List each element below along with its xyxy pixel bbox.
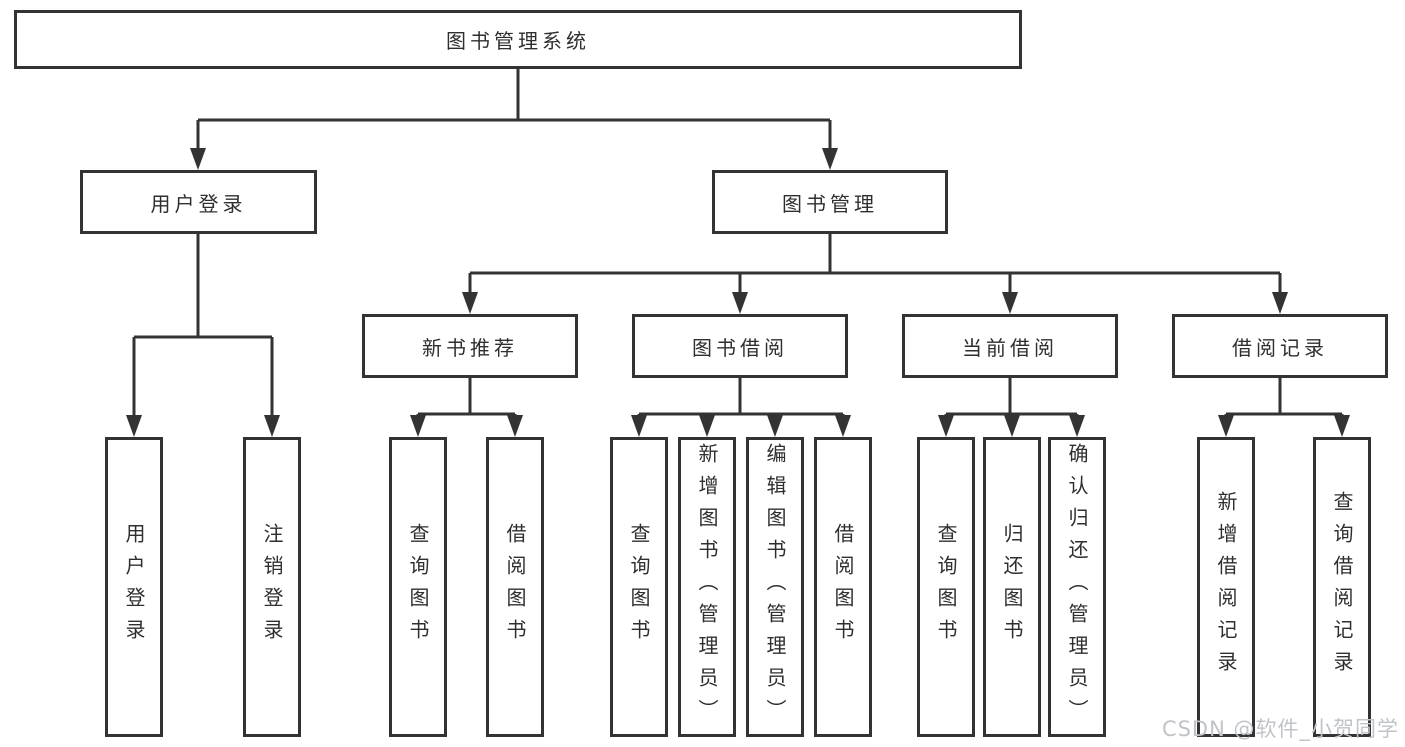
node-add-books-admin: 新增图书（管理员） [678,437,736,737]
arrow-icon [1002,292,1018,314]
arrow-icon [732,292,748,314]
node-add-borrow-record: 新增借阅记录 [1197,437,1255,737]
node-label: 用户登录 [122,523,146,651]
arrow-icon [190,148,206,170]
arrow-icon [264,415,280,437]
node-query-borrow-record: 查询借阅记录 [1313,437,1371,737]
arrow-icon [462,292,478,314]
arrow-icon [938,415,954,437]
node-query-books-1: 查询图书 [389,437,447,737]
arrow-icon [835,415,851,437]
arrow-icon [507,415,523,437]
node-edit-books-admin: 编辑图书（管理员） [746,437,804,737]
node-borrow-books-1: 借阅图书 [486,437,544,737]
arrow-icon [1004,415,1020,437]
node-label: 用户登录 [150,191,247,216]
node-label: 图书管理系统 [446,29,590,53]
node-label: 新书推荐 [422,335,518,360]
node-label: 归还图书 [1000,523,1024,651]
arrow-icon [410,415,426,437]
node-current-borrow: 当前借阅 [902,314,1118,378]
node-label: 确认归还（管理员） [1065,443,1089,731]
node-return-books: 归还图书 [983,437,1041,737]
node-library-system: 图书管理系统 [14,10,1022,69]
node-user-login-leaf: 用户登录 [105,437,163,737]
arrow-icon [126,415,142,437]
node-label: 编辑图书（管理员） [763,443,787,731]
node-label: 借阅图书 [503,523,527,651]
watermark: CSDN @软件_小贺同学 [1161,717,1399,741]
node-query-books-3: 查询图书 [917,437,975,737]
node-query-books-2: 查询图书 [610,437,668,737]
node-label: 注销登录 [260,523,284,651]
arrow-icon [822,148,838,170]
node-label: 查询图书 [627,523,651,651]
arrowheads [126,148,1350,437]
node-label: 查询借阅记录 [1330,491,1354,683]
node-label: 借阅图书 [831,523,855,651]
node-label: 图书借阅 [692,335,788,360]
node-borrow-records: 借阅记录 [1172,314,1388,378]
arrow-icon [699,415,715,437]
arrow-icon [631,415,647,437]
node-label: 查询图书 [934,523,958,651]
node-label: 当前借阅 [962,335,1058,360]
node-label: 新增借阅记录 [1214,491,1238,683]
node-user-login: 用户登录 [80,170,317,234]
node-book-borrow: 图书借阅 [632,314,848,378]
node-label: 新增图书（管理员） [695,443,719,731]
arrow-icon [1069,415,1085,437]
node-label: 查询图书 [406,523,430,651]
node-new-book-recommend: 新书推荐 [362,314,578,378]
arrow-icon [1272,292,1288,314]
node-label: 借阅记录 [1232,335,1328,360]
arrow-icon [1334,415,1350,437]
arrow-icon [767,415,783,437]
node-book-management: 图书管理 [712,170,948,234]
node-label: 图书管理 [782,191,878,216]
node-borrow-books-2: 借阅图书 [814,437,872,737]
node-logout: 注销登录 [243,437,301,737]
node-confirm-return-admin: 确认归还（管理员） [1048,437,1106,737]
arrow-icon [1218,415,1234,437]
